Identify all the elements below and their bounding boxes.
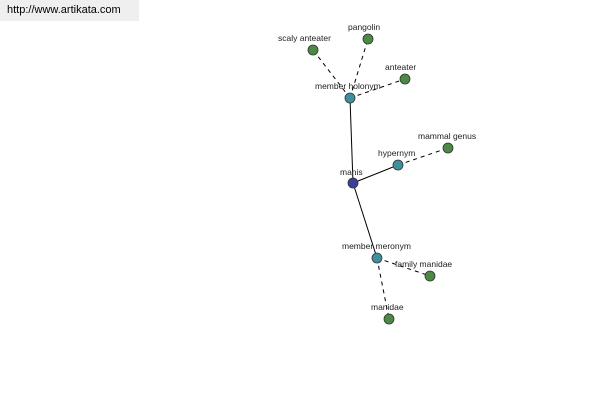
edge-member_meronym-family_manidae <box>376 257 431 277</box>
graph-edges <box>312 38 449 320</box>
node-hypernym[interactable] <box>392 159 404 171</box>
edge-member_holonym-pangolin <box>349 38 369 99</box>
label-family-manidae: family manidae <box>395 259 452 269</box>
node-manidae[interactable] <box>383 313 395 325</box>
edge-hypernym-mammal_genus <box>397 147 449 166</box>
node-family-manidae[interactable] <box>424 270 436 282</box>
label-anteater: anteater <box>385 62 416 72</box>
node-member-holonym[interactable] <box>344 92 356 104</box>
graph-labels: manis member holonym hypernym member merony… <box>278 22 476 312</box>
node-scaly-anteater[interactable] <box>307 44 319 56</box>
label-hypernym: hypernym <box>378 148 415 158</box>
label-scaly-anteater: scaly anteater <box>278 33 331 43</box>
edge-manis-member_meronym <box>352 182 378 259</box>
node-mammal-genus[interactable] <box>442 142 454 154</box>
edge-manis-member_holonym <box>349 97 354 184</box>
node-pangolin[interactable] <box>362 33 374 45</box>
graph-nodes <box>307 33 454 325</box>
label-manis: manis <box>340 167 363 177</box>
label-mammal-genus: mammal genus <box>418 131 476 141</box>
node-manis[interactable] <box>347 177 359 189</box>
watermark-url: http://www.artikata.com <box>0 0 139 21</box>
edge-manis-hypernym <box>352 164 399 184</box>
edge-member_holonym-anteater <box>349 78 406 99</box>
label-member-holonym: member holonym <box>315 81 381 91</box>
node-anteater[interactable] <box>399 73 411 85</box>
edge-member_meronym-manidae <box>376 257 390 320</box>
label-pangolin: pangolin <box>348 22 380 32</box>
label-manidae: manidae <box>371 302 404 312</box>
node-member-meronym[interactable] <box>371 252 383 264</box>
edge-member_holonym-scaly_anteater <box>312 49 351 99</box>
label-member-meronym: member meronym <box>342 241 411 251</box>
